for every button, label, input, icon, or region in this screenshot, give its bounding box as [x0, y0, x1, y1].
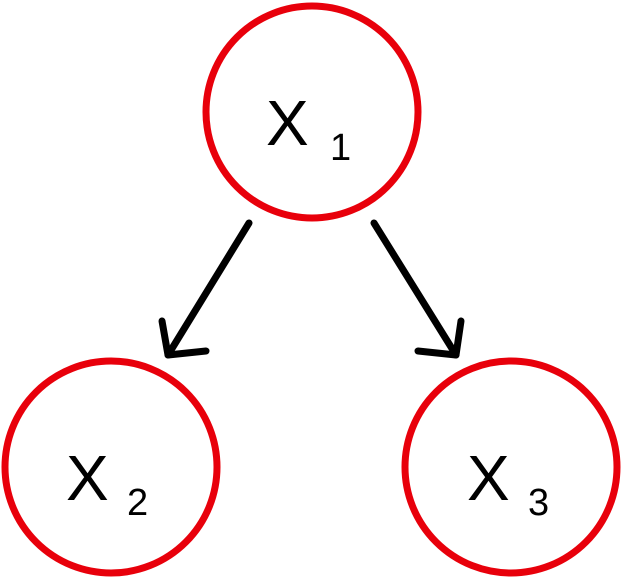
edge-x1-x2-arrowhead — [158, 317, 210, 359]
node-x2-subscript: 2 — [127, 482, 148, 524]
edge-x1-x2-line — [164, 219, 253, 359]
node-x3-subscript: 3 — [528, 482, 549, 524]
edge-x1-x2 — [158, 219, 253, 359]
node-x1-label: X — [266, 87, 309, 159]
node-x1-circle — [202, 2, 422, 222]
node-x2: X 2 — [1, 357, 221, 577]
node-x1-subscript: 1 — [330, 127, 351, 169]
node-x2-label: X — [66, 442, 109, 514]
node-x3: X 3 — [401, 357, 621, 577]
node-x2-circle — [1, 357, 221, 577]
node-x3-label: X — [467, 442, 510, 514]
node-x1: X 1 — [202, 2, 422, 222]
edge-x1-x3-arrowhead — [414, 317, 465, 359]
edge-x1-x3-line — [370, 219, 460, 359]
node-x3-circle — [401, 357, 621, 577]
edge-x1-x3 — [370, 219, 465, 359]
